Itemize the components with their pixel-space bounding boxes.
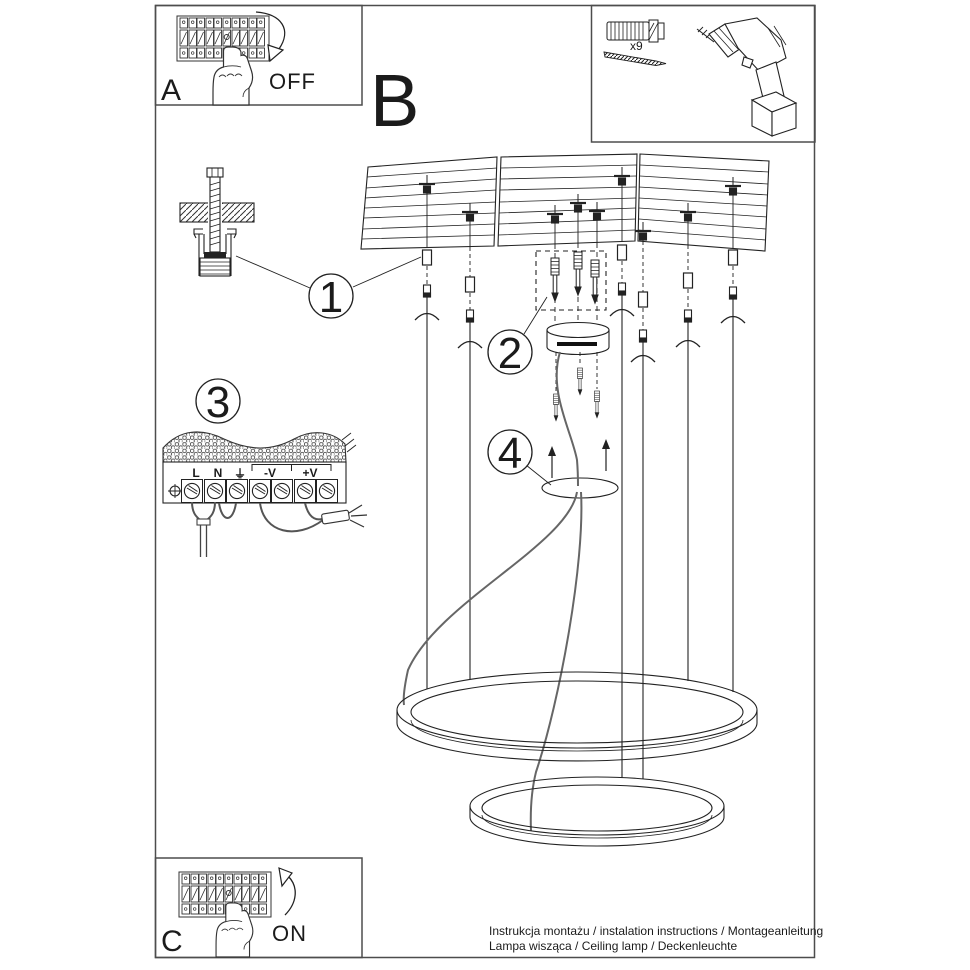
wall-plug-icon bbox=[606, 19, 665, 43]
step-b-label: B bbox=[370, 59, 419, 142]
canopy-screw-icon bbox=[553, 367, 600, 422]
arrow-up-icon bbox=[278, 867, 296, 916]
ring-lower bbox=[469, 776, 725, 847]
step-a-panel: A OFF bbox=[161, 11, 316, 107]
callout-2 bbox=[487, 329, 533, 375]
callout-3 bbox=[195, 378, 241, 424]
mounting-screw-icon bbox=[550, 251, 600, 304]
terminal-wires bbox=[191, 501, 328, 533]
canopy-mounting bbox=[535, 243, 610, 422]
screw-set-outline bbox=[535, 250, 607, 311]
step-c-panel: C ON bbox=[161, 867, 307, 958]
suspension-wires bbox=[414, 241, 746, 779]
quantity-label: x9 bbox=[630, 39, 643, 53]
terminal-label-live: L bbox=[192, 466, 199, 480]
step-a-label: A bbox=[161, 74, 181, 107]
screw-icon bbox=[603, 51, 667, 66]
drill-icon bbox=[696, 17, 798, 137]
breaker-panel-icon bbox=[178, 871, 272, 918]
off-label: OFF bbox=[269, 69, 316, 94]
anchor-detail bbox=[179, 167, 255, 277]
callout-1 bbox=[308, 273, 354, 319]
cover-plate bbox=[541, 439, 619, 499]
callout-1-number: 1 bbox=[319, 273, 343, 322]
power-cable bbox=[402, 351, 583, 832]
on-label: ON bbox=[272, 921, 307, 946]
terminal-label-ground: ⏚ bbox=[234, 467, 246, 481]
page-frame bbox=[154, 4, 816, 959]
footer-title-line2: Lampa wisząca / Ceiling lamp / Deckenleu… bbox=[489, 939, 737, 953]
step-c-label: C bbox=[161, 925, 183, 958]
installation-diagram bbox=[162, 153, 770, 847]
up-arrow-icon bbox=[548, 439, 610, 456]
terminal-label-vplus: +V bbox=[302, 466, 317, 480]
step-c-box bbox=[154, 857, 363, 959]
driver-terminal-detail bbox=[162, 431, 368, 557]
ring-upper bbox=[396, 671, 758, 762]
terminal-label-neutral: N bbox=[214, 466, 223, 480]
terminal-screw bbox=[180, 478, 339, 504]
arrow-down-icon bbox=[255, 11, 286, 63]
driver-mesh bbox=[162, 431, 347, 463]
tools-contents: x9 bbox=[603, 17, 798, 137]
callout-4-number: 4 bbox=[498, 429, 522, 478]
canopy bbox=[546, 321, 610, 356]
output-connector bbox=[321, 504, 368, 528]
callout-2-number: 2 bbox=[498, 329, 522, 378]
callout-3-number: 3 bbox=[206, 378, 230, 427]
step-a-box bbox=[154, 4, 363, 106]
callout-leaders bbox=[235, 255, 552, 486]
mounting-cross-icon bbox=[168, 484, 182, 498]
ceiling-panels bbox=[360, 153, 770, 252]
terminal-label-vminus: -V bbox=[264, 466, 276, 480]
footer-title-line1: Instrukcja montażu / instalation instruc… bbox=[489, 924, 823, 938]
callout-4 bbox=[487, 429, 533, 475]
tools-box bbox=[590, 4, 816, 143]
